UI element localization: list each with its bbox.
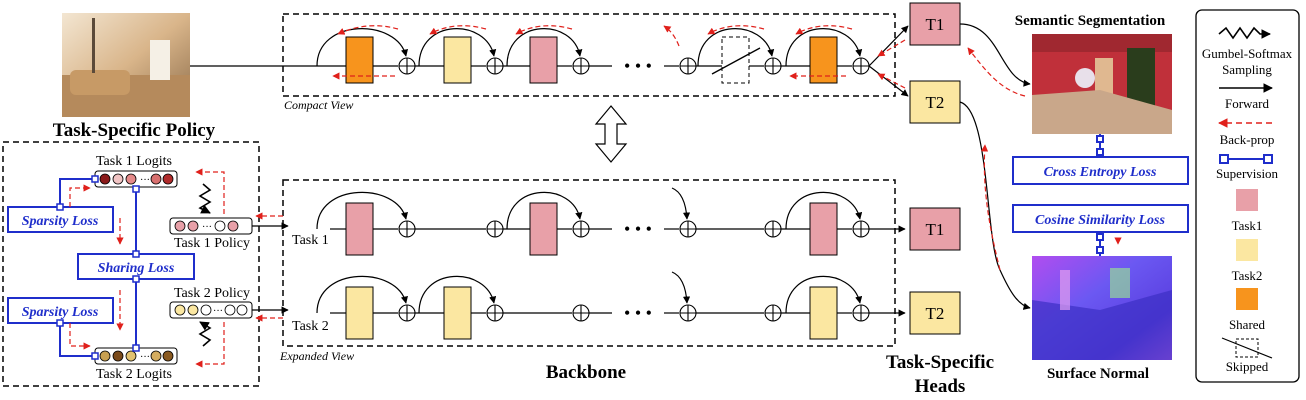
sparsity-loss-bottom-box: Sparsity Loss [7, 297, 114, 324]
head-t2-compact: T2 [909, 80, 961, 124]
sparsity-loss-bottom-label: Sparsity Loss [22, 305, 99, 320]
legend-task1: Task1 [1232, 218, 1263, 233]
head-to-output [959, 23, 1031, 310]
expanded-ellipsis: • • • [624, 219, 652, 239]
expanded-block-task2 [345, 286, 374, 340]
compact-forward-path [316, 25, 909, 97]
svg-text:···: ··· [213, 306, 223, 317]
compact-backprop-path [332, 25, 906, 89]
head-t2-expanded: T2 [909, 291, 961, 335]
cross-entropy-loss-box: Cross Entropy Loss [1012, 156, 1189, 185]
skipped-swatch [1221, 337, 1273, 359]
task1-logits-label: Task 1 Logits [96, 154, 172, 169]
task2-logits-label: Task 2 Logits [96, 367, 172, 382]
expanded-block-task1 [809, 202, 838, 256]
task2-policy-label: Task 2 Policy [174, 286, 250, 301]
compact-ellipsis: • • • [624, 56, 652, 76]
expanded-forward-paths [316, 187, 906, 317]
legend-skipped: Skipped [1226, 359, 1269, 374]
input-image [62, 13, 190, 117]
backbone-label: Backbone [546, 362, 626, 383]
legend-gumbel-line2: Sampling [1222, 62, 1272, 77]
compact-block-task2 [443, 36, 472, 84]
head-label: T2 [926, 304, 945, 323]
task2-policy-vector: ··· [169, 301, 253, 319]
head-label: T1 [926, 15, 945, 34]
output-supervision-lines [1096, 134, 1104, 256]
expanded-block-task2 [809, 286, 838, 340]
segmentation-image [1032, 34, 1172, 134]
task1-row-label: Task 1 [292, 233, 329, 248]
compact-block-shared-2 [809, 36, 838, 84]
sharing-loss-label: Sharing Loss [98, 261, 175, 276]
gumbel-legend-icon [1218, 26, 1271, 40]
svg-text:···: ··· [140, 175, 150, 186]
expanded-block-task2 [443, 286, 472, 340]
task2-swatch [1236, 239, 1258, 261]
legend-forward: Forward [1225, 96, 1270, 111]
compact-view-frame [282, 13, 896, 97]
svg-text:···: ··· [140, 352, 150, 363]
task2-row-label: Task 2 [292, 319, 329, 334]
compact-adder-crosses [399, 58, 869, 74]
legend-supervision: Supervision [1216, 166, 1279, 181]
heads-label-line2: Heads [915, 376, 966, 397]
legend-back-prop: Back-prop [1220, 132, 1275, 147]
task2-logits-vector: ··· [94, 347, 178, 365]
compact-block-shared-1 [345, 36, 374, 84]
semantic-segmentation-title: Semantic Segmentation [1015, 13, 1166, 29]
sharing-loss-box: Sharing Loss [77, 253, 195, 280]
gumbel-sampling-icon [198, 183, 212, 347]
supervision-ports [56, 175, 140, 360]
skip-slash [711, 47, 761, 75]
policy-title: Task-Specific Policy [53, 120, 216, 141]
expanded-block-task1 [529, 202, 558, 256]
shared-swatch [1236, 288, 1258, 310]
policy-supervision-lines [59, 178, 137, 357]
compact-block-skipped [721, 36, 750, 84]
expanded-block-task1 [345, 202, 374, 256]
expanded-blocks [345, 202, 838, 340]
svg-text:···: ··· [202, 222, 212, 233]
compact-blocks [345, 36, 838, 84]
legend-task2: Task2 [1232, 268, 1263, 283]
legend-shared: Shared [1229, 317, 1266, 332]
cosine-similarity-loss-label: Cosine Similarity Loss [1035, 213, 1165, 228]
expanded-ellipsis: • • • [624, 303, 652, 323]
policy-backprop [69, 168, 283, 368]
head-label: T2 [926, 93, 945, 112]
surface-normal-image [1032, 256, 1172, 360]
expanded-view-frame [282, 179, 896, 347]
policy-to-backbone [252, 222, 289, 314]
cross-entropy-loss-label: Cross Entropy Loss [1044, 165, 1157, 180]
heads-label-line1: Task-Specific [886, 352, 994, 373]
expanded-adder-crosses [399, 221, 869, 321]
view-switch-icon [594, 105, 628, 163]
head-label: T1 [926, 220, 945, 239]
head-t1-expanded: T1 [909, 207, 961, 251]
legend-gumbel-line1: Gumbel-Softmax [1202, 46, 1293, 61]
compact-block-task1 [529, 36, 558, 84]
sparsity-loss-top-label: Sparsity Loss [22, 214, 99, 229]
output-backprop [967, 47, 1122, 271]
task1-swatch [1236, 189, 1258, 211]
surface-normal-title: Surface Normal [1047, 366, 1149, 382]
task1-policy-vector: ··· [169, 217, 253, 235]
task1-policy-label: Task 1 Policy [174, 236, 250, 251]
supervision-legend-icon [1219, 154, 1273, 164]
task1-logits-vector: ··· [94, 170, 178, 188]
cosine-similarity-loss-box: Cosine Similarity Loss [1012, 204, 1189, 233]
compact-view-label: Compact View [284, 98, 353, 112]
expanded-view-label: Expanded View [279, 349, 354, 363]
head-t1-compact: T1 [909, 2, 961, 46]
